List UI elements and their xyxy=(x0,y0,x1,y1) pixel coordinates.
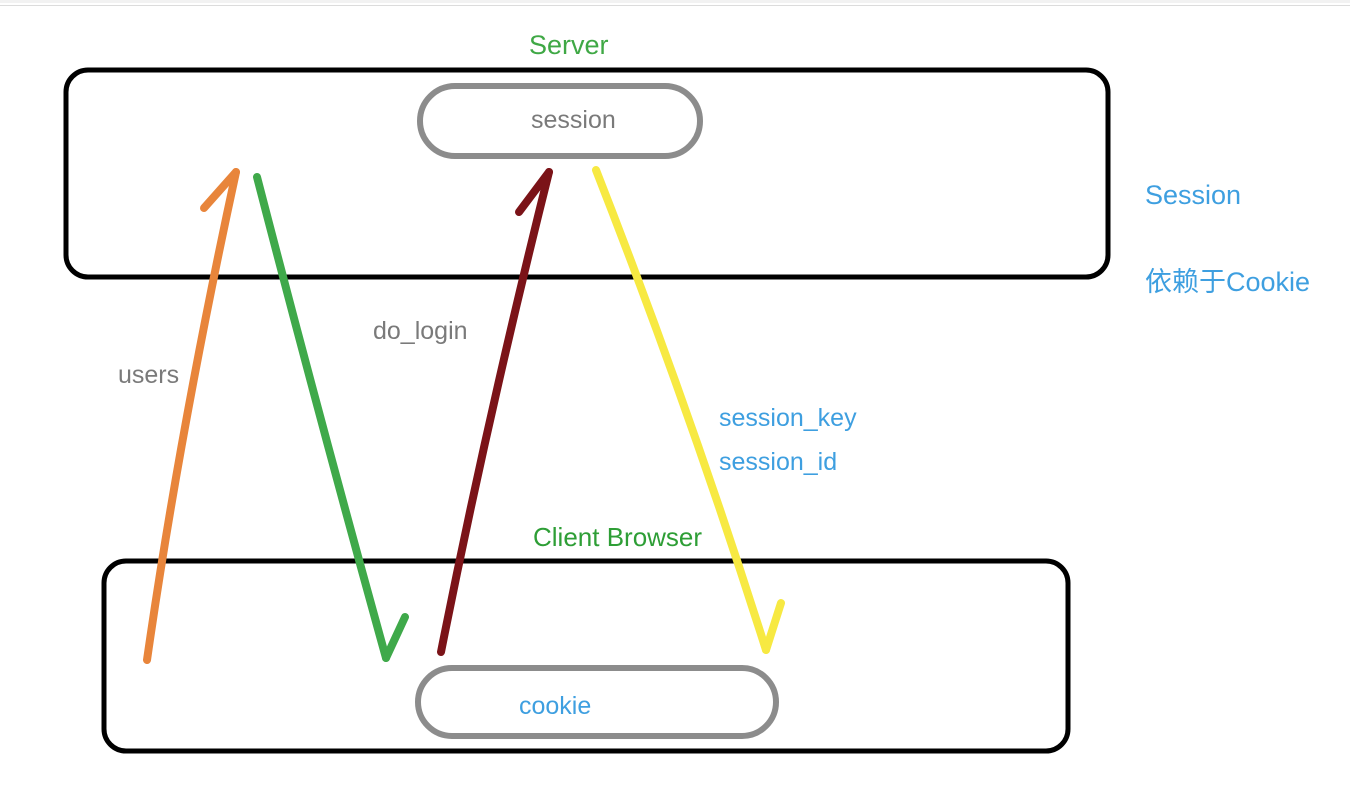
window-top-bar xyxy=(0,0,1350,6)
do-login-red-arrow xyxy=(437,168,553,656)
do-login-green-arrow xyxy=(253,173,409,662)
session-note: Session xyxy=(1145,180,1242,210)
cookie-node-shape xyxy=(415,665,779,739)
cookie-node-label: cookie xyxy=(519,692,592,720)
client-browser-title: Client Browser xyxy=(533,522,703,552)
depends-on-cookie-note: 依赖于Cookie xyxy=(1145,267,1311,297)
session-node-label: session xyxy=(531,106,616,134)
session-key-note: session_key xyxy=(719,404,857,432)
session-id-note: session_id xyxy=(719,448,838,476)
users-arrow xyxy=(143,168,240,664)
server-title: Server xyxy=(529,30,609,60)
users-edge-label: users xyxy=(118,361,180,389)
server-container-box xyxy=(63,67,1111,280)
do-login-edge-label: do_login xyxy=(373,317,468,345)
top-bar-fill xyxy=(0,0,1350,3)
client-browser-container-box xyxy=(101,558,1071,754)
